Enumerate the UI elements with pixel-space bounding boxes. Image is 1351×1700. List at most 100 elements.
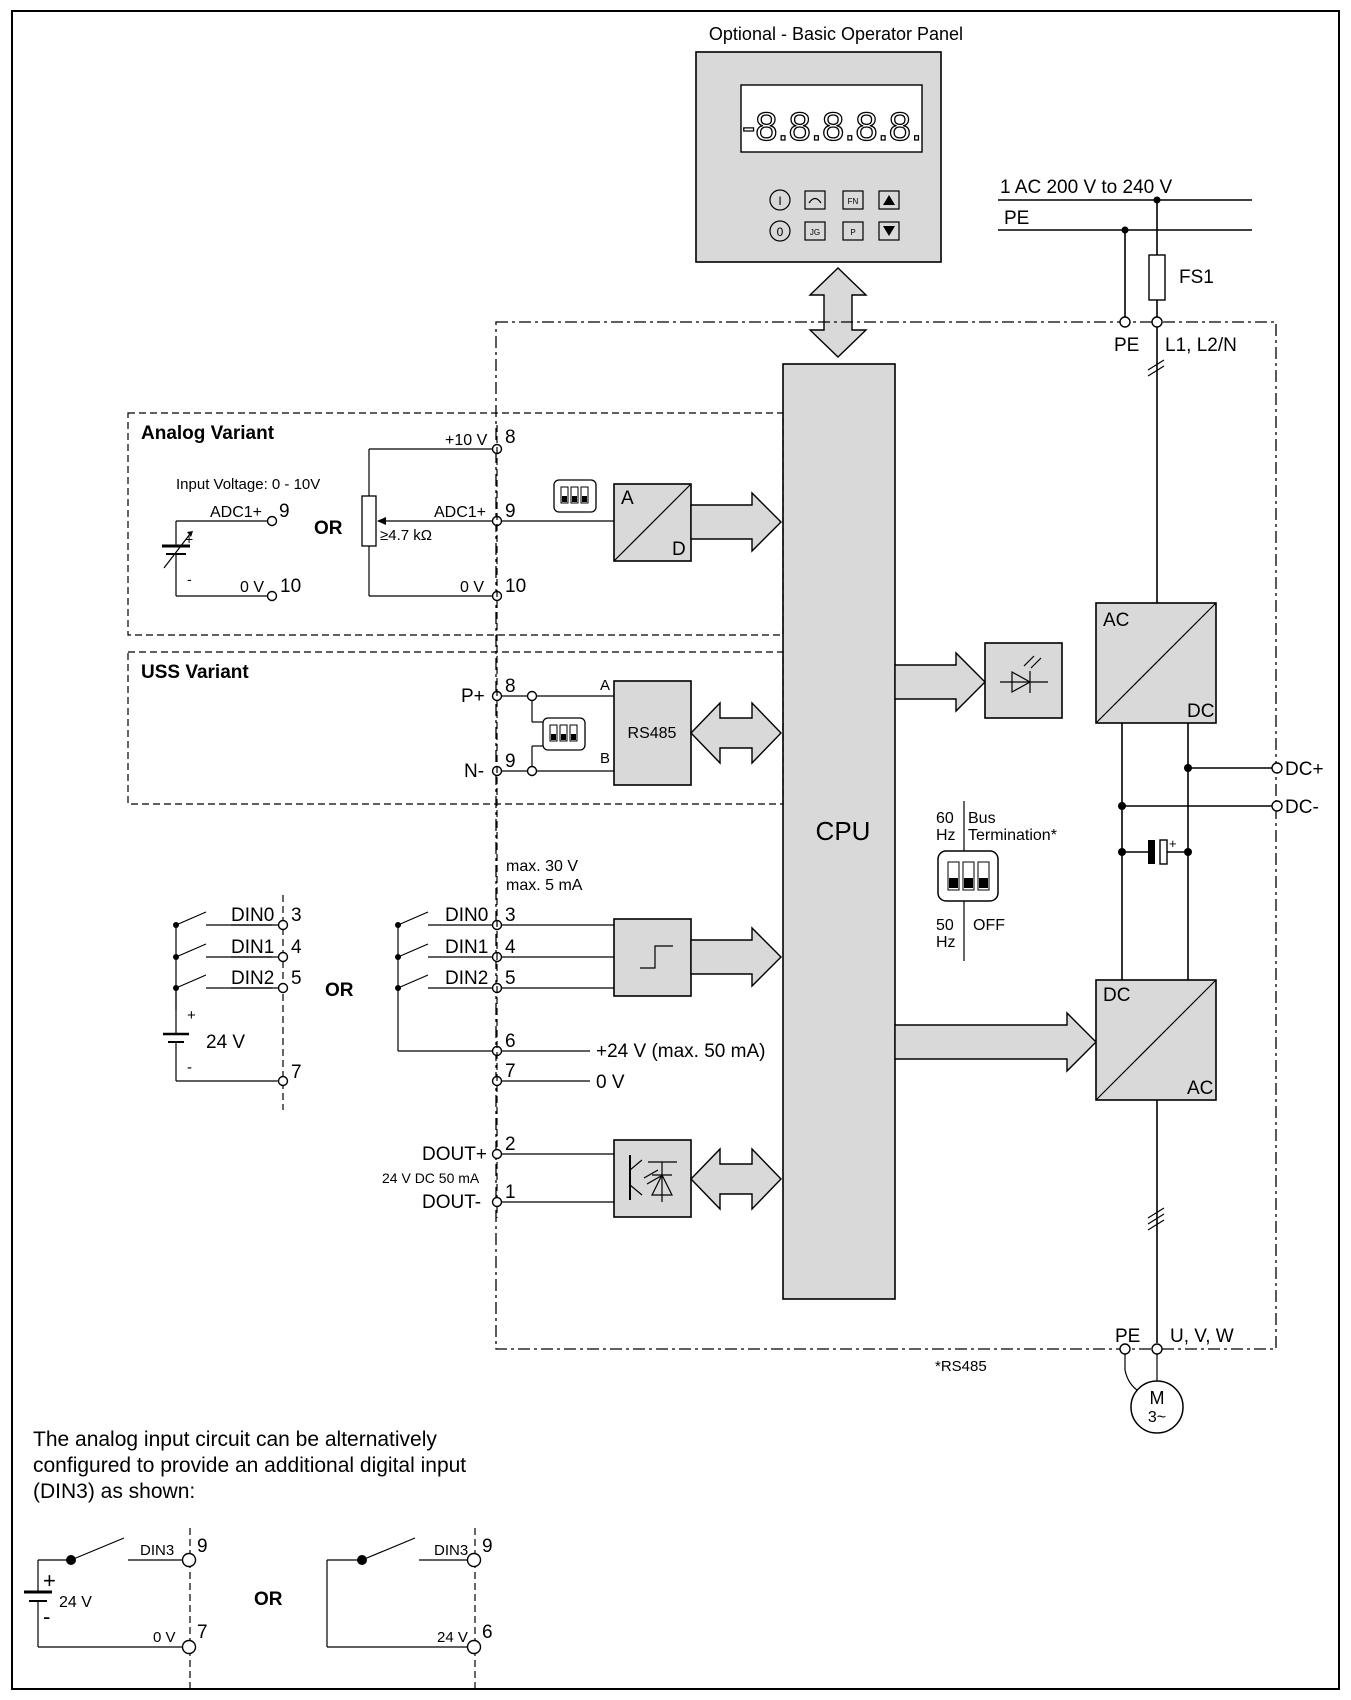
dout-minus-label: DOUT- [422, 1192, 481, 1213]
termination-label: Termination* [968, 827, 1057, 844]
cpu-block [782, 363, 896, 1300]
terminal-5-left-label: 5 [291, 968, 302, 989]
terminal-7-note: 7 [197, 1622, 208, 1643]
battery-minus-note: - [43, 1604, 50, 1629]
or-label-digital: OR [325, 980, 354, 1001]
terminal-3-label: 3 [505, 905, 516, 926]
schmitt-trigger-block [613, 918, 692, 997]
zero-v-label-right: 0 V [460, 579, 484, 596]
line-terminal [1151, 316, 1163, 328]
terminal-6-label: 6 [505, 1031, 516, 1052]
dout-rating-label: 24 V DC 50 mA [382, 1170, 480, 1186]
panel-button-run[interactable]: I [769, 189, 791, 211]
terminal-10-left-label: 10 [280, 576, 301, 597]
digital-output: DOUT+ 24 V DC 50 mA DOUT- 2 1 [382, 1134, 782, 1218]
off-label: OFF [973, 917, 1005, 934]
battery-plus-din: + [187, 1007, 196, 1024]
plus24v-label: +24 V (max. 50 mA) [596, 1041, 765, 1062]
din3-note: The analog input circuit can be alternat… [24, 1428, 493, 1690]
supply-pe-label: PE [1004, 208, 1029, 229]
uss-variant: USS Variant P+ N- 8 9 RS485 A B [127, 651, 784, 805]
outer-frame [11, 10, 1340, 1690]
rs485-a-label: A [600, 677, 610, 694]
din2-label: DIN2 [445, 968, 488, 989]
svg-text:FN: FN [848, 197, 859, 206]
adc1-plus-label-right: ADC1+ [434, 504, 486, 521]
din3-label-a: DIN3 [140, 1542, 174, 1559]
analog-variant-title: Analog Variant [141, 423, 275, 444]
plus10v-label: +10 V [445, 432, 488, 449]
din-cpu-arrow [690, 926, 782, 988]
note-line-1: The analog input circuit can be alternat… [33, 1428, 437, 1451]
panel-button-fn[interactable]: FN [842, 190, 864, 210]
analog-variant: Analog Variant Input Voltage: 0 - 10V AD… [127, 412, 784, 636]
terminal-9-left-label: 9 [279, 501, 290, 522]
rs485-footnote: *RS485 [935, 1358, 987, 1375]
n-minus-label: N- [464, 761, 484, 782]
panel-display-digits: -8.8.8.8.8. [742, 105, 922, 149]
panel-button-stop[interactable]: 0 [769, 220, 791, 242]
dc-link-capacitor: + [1118, 836, 1192, 865]
terminal-2-label: 2 [505, 1134, 516, 1155]
terminal-7-label: 7 [505, 1061, 516, 1082]
uss-terminal-9-label: 9 [505, 751, 516, 772]
rs485-b-label: B [600, 750, 610, 767]
panel-title: Optional - Basic Operator Panel [709, 24, 963, 44]
60hz-label: 60 [936, 810, 954, 827]
terminal-6-note: 6 [482, 1622, 493, 1643]
zero-v-label-left: 0 V [240, 579, 264, 596]
50hz-label: 50 [936, 917, 954, 934]
dout-plus-label: DOUT+ [422, 1144, 487, 1165]
uvw-label: U, V, W [1170, 1326, 1234, 1347]
p-plus-label: P+ [461, 686, 485, 707]
bus-label: Bus [968, 810, 996, 827]
terminal-1-label: 1 [505, 1182, 516, 1203]
ad-a-label: A [621, 488, 634, 509]
capacitor-plus: + [1169, 836, 1177, 851]
panel-button-p[interactable]: P [842, 221, 864, 241]
rs485-block [613, 680, 692, 786]
digital-inputs: max. 30 V max. 5 mA DIN0 DIN1 DIN2 3 4 5… [163, 858, 782, 1110]
cpu-label: CPU [816, 816, 871, 846]
uss-dip-switch-icon [542, 717, 586, 751]
dc-minus-label: DC- [1285, 797, 1319, 818]
uss-terminal-8-label: 8 [505, 676, 516, 697]
rectifier-ac-label: AC [1103, 610, 1129, 631]
50hz-unit-label: Hz [936, 934, 956, 951]
panel-button-up[interactable] [878, 190, 900, 210]
uss-variant-title: USS Variant [141, 662, 249, 683]
svg-text:I: I [778, 194, 781, 208]
din3-label-b: DIN3 [434, 1542, 468, 1559]
terminal-9-note-a: 9 [197, 1536, 208, 1557]
dip-switch-icon [553, 479, 597, 513]
inverter-dc-label: DC [1103, 985, 1130, 1006]
din1-label: DIN1 [445, 937, 488, 958]
battery-minus-din: - [187, 1059, 192, 1076]
fuse-fs1 [1148, 254, 1166, 301]
terminal-7-left-label: 7 [291, 1062, 302, 1083]
zero-v-digital-label: 0 V [596, 1072, 625, 1093]
svg-text:0: 0 [777, 225, 784, 239]
motor-phase-label: 3~ [1148, 1409, 1166, 1426]
panel-button-reverse[interactable] [804, 190, 826, 210]
max5ma-label: max. 5 mA [506, 877, 583, 894]
power-converter: AC DC DC+ DC- + DC AC PE [894, 602, 1324, 1434]
note-line-2: configured to provide an additional digi… [33, 1454, 466, 1477]
terminal-4-left-label: 4 [291, 937, 302, 958]
terminal-9-note-b: 9 [482, 1536, 493, 1557]
pot-value-label: ≥4.7 kΩ [380, 527, 432, 544]
panel-cpu-arrow [808, 267, 868, 358]
terminal-3-left-label: 3 [291, 905, 302, 926]
panel-button-down[interactable] [878, 221, 900, 241]
terminal-8-label: 8 [505, 427, 516, 448]
24v-note-b-label: 24 V [437, 1629, 468, 1646]
60hz-unit-label: Hz [936, 827, 956, 844]
ad-d-label: D [672, 539, 686, 560]
motor-icon [1130, 1380, 1184, 1434]
terminal-10-label: 10 [505, 576, 526, 597]
status-led-block [984, 642, 1063, 719]
panel-button-jog[interactable]: JG [804, 221, 826, 241]
line-terminal-label: L1, L2/N [1165, 335, 1237, 356]
input-voltage-label: Input Voltage: 0 - 10V [176, 476, 320, 493]
